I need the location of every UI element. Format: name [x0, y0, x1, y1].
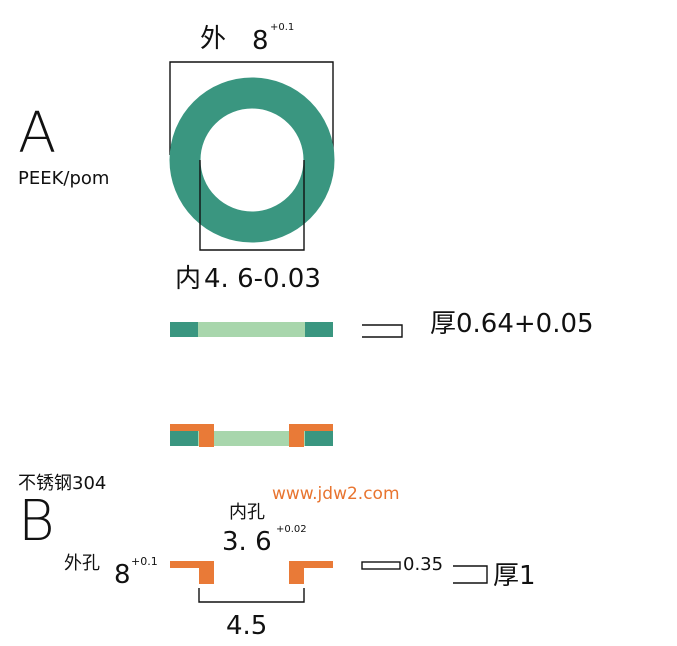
outer-hole-value: 8	[114, 560, 131, 590]
thickness-symbol-a	[362, 324, 403, 338]
steel-flange-left	[170, 561, 214, 584]
inner-hole-value: 3. 6	[222, 527, 272, 557]
inner-dimension-line	[199, 160, 305, 251]
outer-diameter-value: 8	[252, 26, 269, 56]
inner-diameter-label: 内	[175, 264, 201, 294]
thickness-symbol-b	[453, 565, 488, 584]
part-a-thickness: 厚0.64+0.05	[430, 309, 594, 339]
inner-hole-tolerance: +0.02	[276, 524, 307, 535]
assembly-steel-left	[170, 424, 214, 447]
flange-thickness-symbol	[361, 561, 401, 570]
flange-thickness-value: 0.35	[403, 554, 443, 575]
part-b-letter: B	[18, 489, 55, 554]
outer-hole-label: 外孔	[64, 553, 100, 574]
inner-hole-label: 内孔	[229, 502, 265, 523]
outer-dimension-line	[169, 61, 334, 155]
outer-diameter-tolerance: +0.1	[270, 22, 294, 33]
steel-flange-right	[289, 561, 333, 584]
part-b-material: 不锈钢304	[18, 473, 106, 494]
washer-insert-section	[170, 322, 333, 337]
outer-hole-tolerance: +0.1	[131, 555, 158, 568]
inner-diameter-value: 4. 6-0.03	[204, 264, 321, 294]
span-value: 4.5	[226, 611, 267, 641]
washer-ring-left	[170, 322, 198, 337]
ring-top-view	[169, 77, 335, 243]
assembly-steel-right	[289, 424, 333, 447]
assembly-ring-right	[305, 431, 333, 446]
washer-ring-right	[305, 322, 333, 337]
span-dimension-line	[198, 588, 305, 603]
part-a-letter: A	[18, 101, 56, 166]
assembly-ring-left	[170, 431, 198, 446]
outer-diameter-label: 外	[200, 24, 226, 54]
watermark-url: www.jdw2.com	[272, 484, 400, 504]
part-a-material: PEEK/pom	[18, 168, 109, 189]
part-b-thickness: 厚1	[493, 561, 536, 591]
